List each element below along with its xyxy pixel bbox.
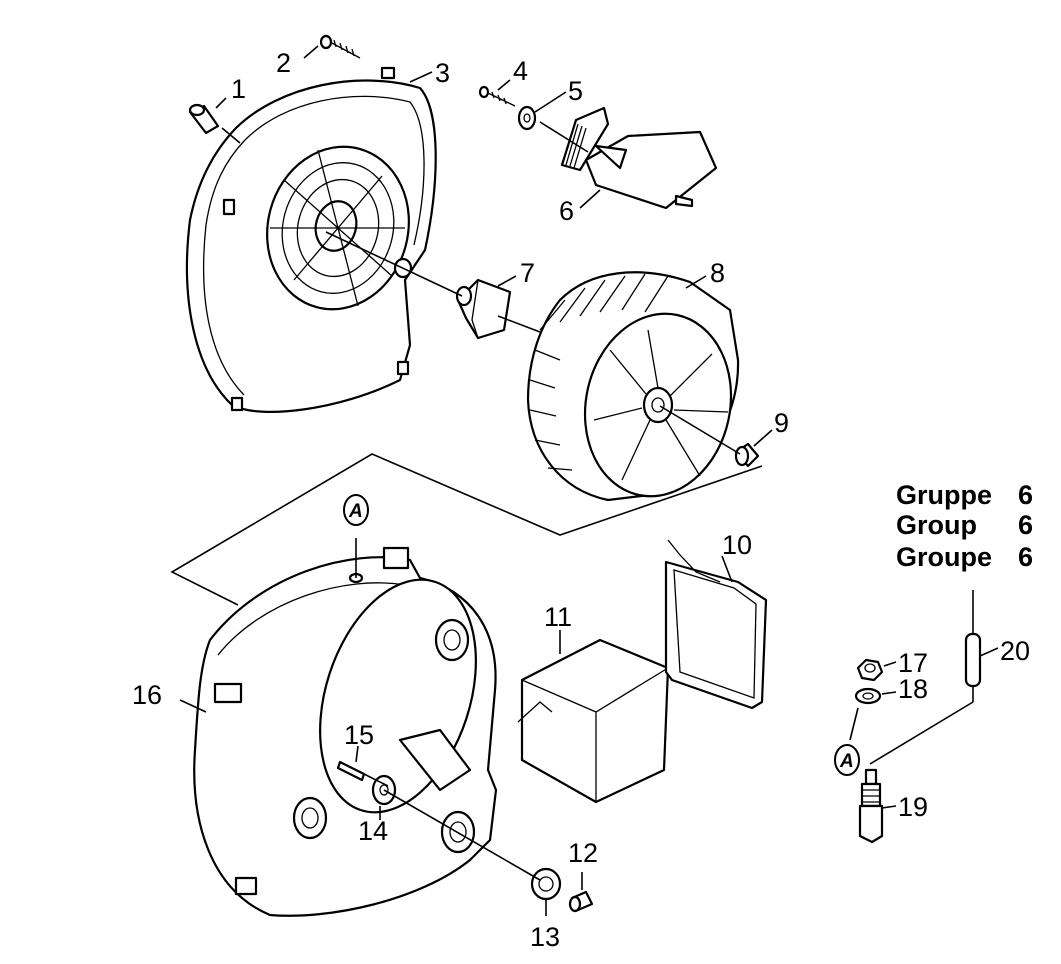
reference-marker-a-2: A: [834, 707, 860, 776]
washer-part-18: [854, 687, 882, 705]
callout-15: 15: [344, 720, 374, 750]
callout-17: 17: [898, 648, 928, 678]
assembly-lines-lower: [355, 538, 541, 881]
callout-1: 1: [231, 74, 246, 104]
screw-part-2: [478, 85, 516, 107]
callout-6: 6: [559, 196, 574, 226]
callout-8: 8: [710, 258, 725, 288]
flap-valve-part: [560, 106, 718, 210]
callout-18: 18: [898, 674, 928, 704]
reference-marker-a: A: [343, 494, 369, 526]
screw-part: [319, 34, 361, 59]
callout-16: 16: [132, 680, 162, 710]
filter-box-part: [517, 638, 670, 804]
group-label-en: Group: [896, 510, 977, 540]
group-number-en: 6: [1018, 510, 1033, 540]
fan-impeller-part: [526, 271, 740, 502]
callout-20: 20: [1000, 636, 1030, 666]
callout-12: 12: [568, 838, 598, 868]
svg-text:A: A: [348, 501, 363, 522]
fitting-part-19: [858, 768, 884, 844]
callout-13: 13: [530, 922, 560, 952]
seal-frame-part: [664, 539, 768, 710]
assembly-outline: [170, 453, 763, 606]
bolt-part: [188, 103, 220, 135]
assembly-lines-upper: [221, 121, 741, 455]
callout-11: 11: [544, 602, 572, 632]
group-label-fr: Groupe: [896, 542, 992, 572]
rod-part-20: [869, 590, 982, 765]
washer-part: [517, 105, 537, 131]
bushing-part: [734, 442, 760, 468]
group-number-de: 6: [1018, 480, 1033, 510]
nut-part-17: [856, 658, 884, 682]
svg-text:A: A: [839, 751, 854, 772]
coupling-part: [455, 278, 512, 340]
group-labels: Gruppe 6 Group 6 Groupe 6: [896, 480, 1033, 572]
callout-19: 19: [898, 792, 928, 822]
blower-housing-cover: [185, 66, 437, 413]
pin-part: [336, 760, 366, 782]
group-number-fr: 6: [1018, 542, 1033, 572]
callout-4: 4: [513, 56, 528, 86]
callout-2: 2: [276, 48, 291, 78]
callouts: 1 2 3 4 5 6 7 8 9 10 11 12 13 14 15 16 1: [132, 45, 1030, 952]
plug-part: [568, 890, 594, 913]
callout-7: 7: [520, 258, 535, 288]
rear-housing-part: [193, 546, 498, 917]
callout-5: 5: [568, 76, 583, 106]
callout-3: 3: [435, 58, 450, 88]
callout-9: 9: [774, 408, 789, 438]
callout-14: 14: [358, 816, 388, 846]
nut-part: [530, 867, 562, 901]
callout-10: 10: [722, 530, 752, 560]
group-label-de: Gruppe: [896, 480, 992, 510]
